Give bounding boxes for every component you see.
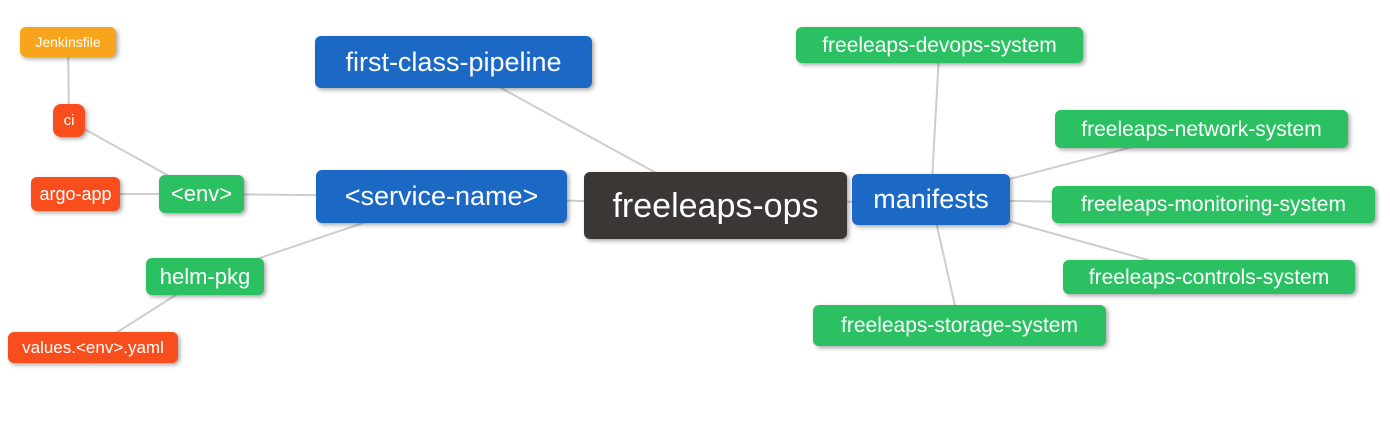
node-freeleaps-monitoring-system-label: freeleaps-monitoring-system — [1081, 193, 1346, 216]
node-jenkinsfile-label: Jenkinsfile — [35, 34, 101, 50]
node-freeleaps-network-system-label: freeleaps-network-system — [1081, 117, 1322, 141]
node-freeleaps-storage-system[interactable]: freeleaps-storage-system — [813, 305, 1106, 346]
node-env-label: <env> — [170, 181, 233, 206]
node-service-name-label: <service-name> — [344, 181, 539, 211]
node-helm-pkg[interactable]: helm-pkg — [146, 258, 264, 295]
node-ci-label: ci — [63, 112, 75, 129]
node-freeleaps-ops-root[interactable]: freeleaps-ops — [584, 172, 847, 239]
node-service-name[interactable]: <service-name> — [316, 170, 567, 223]
node-argo-app[interactable]: argo-app — [31, 177, 120, 211]
node-freeleaps-ops-label: freeleaps-ops — [612, 186, 819, 225]
node-values-env-yaml-label: values.<env>.yaml — [22, 338, 164, 357]
node-first-class-pipeline-label: first-class-pipeline — [345, 46, 562, 77]
node-freeleaps-monitoring-system[interactable]: freeleaps-monitoring-system — [1052, 186, 1375, 223]
node-freeleaps-devops-system[interactable]: freeleaps-devops-system — [796, 27, 1083, 63]
node-freeleaps-controls-system[interactable]: freeleaps-controls-system — [1063, 260, 1355, 294]
node-argo-app-label: argo-app — [39, 184, 112, 204]
node-env[interactable]: <env> — [159, 175, 244, 213]
node-freeleaps-storage-system-label: freeleaps-storage-system — [841, 314, 1078, 337]
node-first-class-pipeline[interactable]: first-class-pipeline — [315, 36, 592, 88]
node-freeleaps-network-system[interactable]: freeleaps-network-system — [1055, 110, 1348, 148]
node-ci[interactable]: ci — [53, 104, 85, 137]
node-manifests-label: manifests — [873, 184, 989, 214]
node-freeleaps-controls-system-label: freeleaps-controls-system — [1088, 265, 1330, 289]
node-values-env-yaml[interactable]: values.<env>.yaml — [8, 332, 178, 363]
node-jenkinsfile[interactable]: Jenkinsfile — [20, 27, 116, 57]
node-manifests[interactable]: manifests — [852, 174, 1010, 225]
node-helm-pkg-label: helm-pkg — [159, 263, 251, 289]
node-freeleaps-devops-system-label: freeleaps-devops-system — [822, 33, 1057, 57]
